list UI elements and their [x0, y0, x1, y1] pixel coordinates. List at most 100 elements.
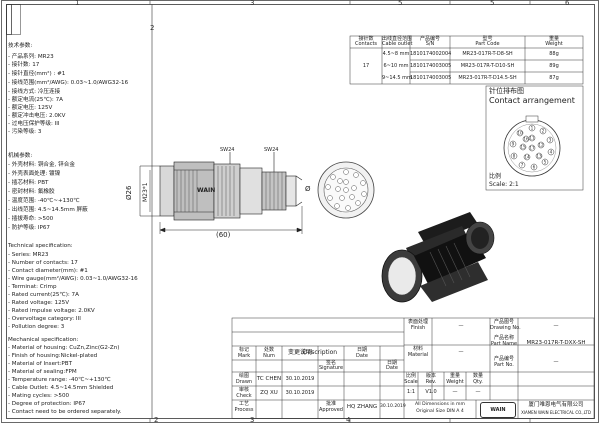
spec-cn-line: - 接线方式: 冷压连接 — [8, 89, 61, 95]
svg-text:15: 15 — [520, 145, 526, 150]
svg-text:1: 1 — [531, 126, 534, 131]
spec-cn-line: - 额定冲击电压: 2.0KV — [8, 113, 66, 119]
approved-date: 30.10.2019 — [380, 404, 406, 409]
dimension-diameter: Ø26 — [125, 185, 133, 200]
row-sn: 1810174002004 — [410, 51, 452, 57]
spec-en-line: - Material of sealing:FPM — [8, 369, 77, 375]
material-label-en: Material — [407, 352, 429, 358]
header-weight-cn: 重量 — [548, 36, 559, 42]
spec-cn-line: - 接针数: 17 — [8, 62, 40, 68]
spec-cn-line: - 过电压保护等级: III — [8, 121, 60, 127]
note-original-size: Original Size DIN A 4 — [416, 409, 464, 414]
svg-text:4: 4 — [550, 150, 553, 155]
header-sn-cn: 产品编号 — [419, 36, 440, 42]
spec-en-line: - Overvoltage category: III — [8, 316, 81, 322]
spec-cn-line: - 外壳表面处理: 镀镍 — [8, 171, 61, 177]
drawn-date: 30.10.2019 — [285, 376, 315, 382]
spec-en-line: - Contact diameter(mm): #1 — [8, 268, 88, 274]
connector-front-view — [317, 161, 375, 219]
row-cable: 9~14.5 mm — [382, 75, 412, 81]
header-contacts-cn: 接针数 — [358, 36, 374, 42]
zone-mark: 6 — [565, 0, 570, 7]
svg-text:17: 17 — [529, 146, 535, 151]
row-sn: 1810174003005 — [410, 63, 452, 69]
spec-en-line: - Wire gauge(mm²/AWG): 0.03~1.0/AWG32-16 — [8, 276, 138, 282]
svg-text:3: 3 — [549, 138, 552, 143]
spec-cn-line: - 防护等级: IP67 — [8, 225, 50, 231]
spec-en-line: - Degree of protection: IP67 — [8, 401, 86, 407]
spec-cn-line: - 额定电压: 125V — [8, 105, 53, 111]
row-cable: 4.5~8 mm — [382, 51, 410, 57]
spec-en-line: - Rated impulse voltage: 2.0KV — [8, 308, 95, 314]
spec-en-line: - Finish of housing:Nickel-plated — [8, 353, 98, 359]
weight-label-en: Weight — [446, 379, 464, 385]
scale-value: 1:1 — [406, 389, 416, 395]
spec-cn-line: - 插芯材料: PBT — [8, 180, 49, 186]
scale-label-cn: 比例 — [405, 373, 416, 379]
check-label-en: Check — [236, 393, 252, 399]
zone-mark: 5 — [490, 0, 495, 7]
svg-text:7: 7 — [521, 163, 524, 168]
version-label-en: Rev. — [425, 379, 437, 385]
header-sn-en: S/N — [425, 41, 435, 47]
spec-cn-line: - 密封材料: 氟橡胶 — [8, 189, 55, 195]
spec-en-line: - Material of housing: CuZn,Zinc(G2-Zn) — [8, 345, 120, 351]
scale-label-cn: 比例 — [489, 173, 502, 180]
qty-label-cn: 数量 — [472, 373, 483, 379]
leader-label-left: SW24 — [220, 147, 235, 153]
company-logo: WAIN — [480, 402, 516, 418]
row-sn: 1810174003005 — [410, 75, 452, 81]
file-no-label: 变更说明 — [287, 349, 312, 356]
check-name: ZQ XU — [260, 390, 278, 396]
material-value: — — [458, 349, 464, 355]
spec-cn-line: - 外壳材料: 铜合金, 锌合金 — [8, 162, 75, 168]
row-weight: 89g — [549, 63, 559, 69]
spec-en-line: Mechanical specification: — [8, 337, 79, 343]
date2-label-cn: 日期 — [386, 360, 397, 366]
svg-text:6: 6 — [533, 165, 536, 170]
svg-text:8: 8 — [513, 154, 516, 159]
spec-en-line: Technical specification: — [8, 243, 73, 249]
zone-mark: 5 — [398, 0, 403, 7]
mark-label-en: Mark — [237, 353, 251, 359]
version-value: V1.0 — [425, 389, 437, 395]
contact-arrangement-diagram — [503, 115, 561, 177]
zone-mark: 4 — [346, 416, 351, 424]
part-name-label-en: Part Name — [490, 341, 518, 347]
scale-label-en: Scale: 2:1 — [489, 181, 519, 188]
approved-label-cn: 批准 — [325, 401, 336, 407]
svg-text:5: 5 — [544, 160, 547, 165]
spec-en-line: - Temperature range: -40℃~+130℃ — [8, 377, 111, 383]
header-contacts-en: Contacts — [354, 41, 378, 47]
row-weight: 87g — [549, 75, 559, 81]
company-name-en: XIAMEN WAIN ELECTRICAL CO.,LTD — [521, 410, 591, 415]
part-no-label-en: Part No. — [494, 362, 514, 368]
part-name-label-cn: 产品名称 — [493, 335, 514, 341]
num-label-en: Num — [263, 353, 275, 359]
weight-value: — — [452, 389, 458, 395]
spec-cn-line: - 温度范围: -40℃~+130℃ — [8, 198, 80, 204]
qty-value: — — [475, 389, 481, 395]
approved-label-en: Approved — [319, 407, 343, 413]
svg-text:14: 14 — [524, 155, 530, 160]
spec-en-line: - Rated current(25℃): 7A — [8, 292, 79, 298]
part-no-label-cn: 产品编号 — [493, 356, 514, 362]
dimension-length: (60) — [216, 231, 231, 239]
scale-label-en: Scale — [404, 379, 418, 385]
drawing-no-value: — — [553, 323, 559, 329]
contact-arrangement-title-cn: 针位排布图 — [489, 87, 524, 95]
leader-label-right: SW24 — [264, 147, 279, 153]
product-3d-render — [381, 212, 495, 303]
spec-en-line: - Contact need to be ordered separately. — [8, 409, 122, 415]
num-label-cn: 处数 — [263, 347, 274, 353]
drawn-label-cn: 绘图 — [238, 373, 249, 379]
spec-cn-line: - 出线范围: 4.5~14.5mm 屏蔽 — [8, 207, 88, 213]
check-date: 30.10.2019 — [285, 390, 315, 396]
date-label-en: Date — [356, 353, 368, 359]
contacts-value: 17 — [362, 63, 370, 69]
spec-cn-line: - 额定电流(25℃): 7A — [8, 97, 63, 103]
mark-label-cn: 标记 — [238, 347, 249, 353]
row-code: MR23-017R-T-D8-SH — [462, 51, 513, 57]
zone-mark: 1 — [75, 0, 80, 7]
